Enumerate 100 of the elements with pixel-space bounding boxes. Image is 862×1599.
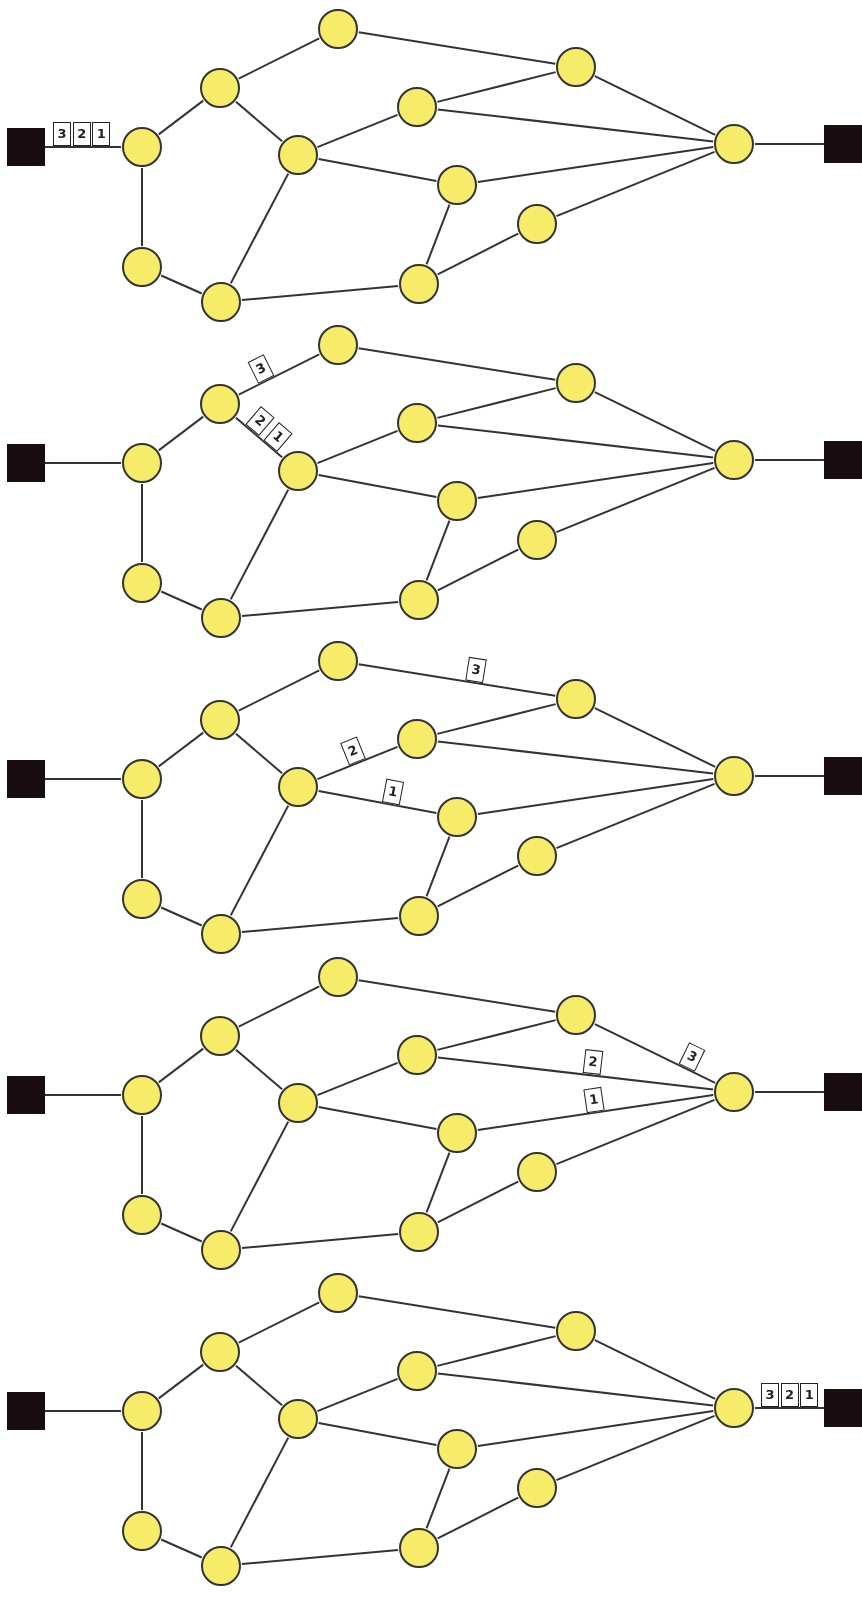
link-line [234, 1048, 284, 1091]
link-line [316, 1061, 399, 1097]
link-line [157, 1047, 205, 1084]
link-line [141, 1115, 143, 1195]
network-node [517, 1152, 557, 1192]
link-line [229, 804, 290, 917]
network-node [437, 165, 477, 205]
link-line [436, 424, 715, 459]
link-line [555, 1414, 716, 1482]
link-line [141, 167, 143, 247]
terminal-square [7, 1392, 45, 1430]
network-node [714, 756, 754, 796]
network-node [437, 797, 477, 837]
link-line [229, 1436, 290, 1549]
network-node [318, 325, 358, 365]
link-line [476, 1410, 715, 1447]
network-node [399, 896, 439, 936]
packet-label: 1 [800, 1383, 819, 1407]
network-node [556, 1311, 596, 1351]
link-line [229, 1120, 290, 1233]
network-node [397, 719, 437, 759]
packet-label: 3 [247, 354, 275, 384]
network-node [122, 1075, 162, 1115]
link-line [240, 1232, 400, 1250]
network-node [318, 641, 358, 681]
link-line [436, 387, 557, 419]
link-line [754, 775, 825, 777]
network-node [200, 384, 240, 424]
network-node [399, 1528, 439, 1568]
link-line [476, 778, 715, 815]
link-line [240, 284, 400, 302]
network-node [201, 1230, 241, 1270]
network-node [122, 1195, 162, 1235]
network-node [200, 1332, 240, 1372]
terminal-square [824, 1389, 862, 1427]
link-line [436, 1019, 557, 1051]
packet-label: 2 [339, 736, 366, 766]
terminal-square [7, 1076, 45, 1114]
packet-label: 2 [780, 1383, 799, 1407]
link-line [317, 1105, 438, 1131]
terminal-square [824, 441, 862, 479]
network-node [122, 247, 162, 287]
link-line [754, 1407, 825, 1409]
link-line [160, 274, 203, 295]
network-node [200, 700, 240, 740]
network-node [122, 127, 162, 167]
network-node [556, 995, 596, 1035]
link-line [44, 1410, 122, 1412]
link-line [436, 1056, 715, 1091]
network-node [201, 598, 241, 638]
link-line [234, 1364, 284, 1407]
link-line [316, 429, 399, 465]
link-line [141, 483, 143, 563]
link-line [593, 707, 717, 768]
link-line [425, 835, 451, 898]
link-line [754, 143, 825, 145]
link-line [229, 488, 290, 601]
link-line [593, 1339, 717, 1400]
network-node [517, 836, 557, 876]
link-line [357, 31, 557, 65]
terminal-square [824, 1073, 862, 1111]
link-line [425, 203, 451, 266]
packet-label: 1 [582, 1086, 605, 1113]
network-node [122, 879, 162, 919]
network-node [122, 1391, 162, 1431]
link-line [476, 462, 715, 499]
link-line [425, 1467, 451, 1530]
link-line [316, 113, 399, 149]
network-node [714, 440, 754, 480]
network-node [399, 264, 439, 304]
network-node [399, 1212, 439, 1252]
link-line [237, 37, 321, 80]
link-line [229, 172, 290, 285]
packet-label: 3 [678, 1042, 706, 1072]
link-line [555, 1098, 716, 1166]
network-node [318, 1273, 358, 1313]
link-line [44, 778, 122, 780]
link-line [157, 731, 205, 768]
network-node [122, 563, 162, 603]
link-line [555, 782, 716, 850]
link-line [555, 466, 716, 534]
link-line [234, 416, 284, 459]
link-line [436, 1372, 715, 1407]
packet-label: 3 [464, 656, 487, 684]
network-node [278, 1083, 318, 1123]
network-node [278, 1399, 318, 1439]
packet-label: 1 [92, 122, 111, 146]
network-node [201, 282, 241, 322]
network-node [517, 1468, 557, 1508]
network-node [397, 1351, 437, 1391]
network-node [397, 87, 437, 127]
link-line [317, 1421, 438, 1447]
network-node [517, 204, 557, 244]
network-node [122, 443, 162, 483]
link-line [593, 391, 717, 452]
network-node [318, 9, 358, 49]
link-line [436, 1496, 520, 1540]
link-line [357, 347, 557, 381]
link-line [240, 600, 400, 618]
network-node [397, 1035, 437, 1075]
